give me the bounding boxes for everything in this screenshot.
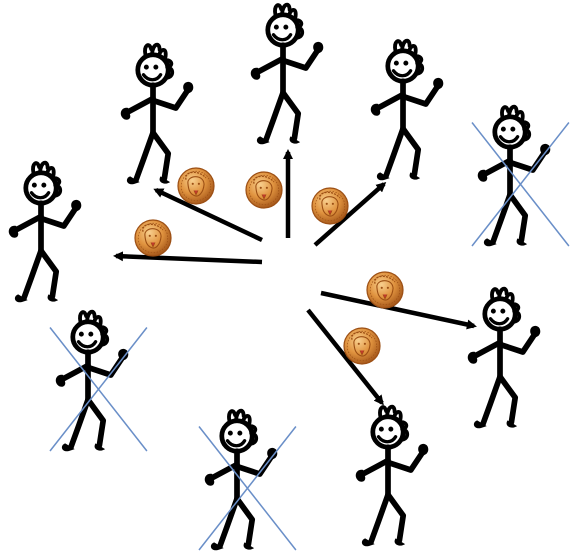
stick-figure-top-left: [120, 42, 194, 185]
stick-figure-bottom: [198, 408, 297, 551]
arrow: [320, 290, 477, 330]
arrow: [113, 251, 263, 265]
einstein-coin-icon: [245, 171, 283, 209]
einstein-coin-icon: [134, 219, 172, 257]
stick-figure-right: [467, 286, 541, 429]
einstein-coin-icon: [311, 187, 349, 225]
cross-out-line: [198, 426, 297, 551]
einstein-coin-icon: [366, 271, 404, 309]
arrow: [153, 187, 263, 243]
cross-out-line: [471, 122, 570, 247]
einstein-coin-icon: [343, 327, 381, 365]
arrows-group: [113, 149, 477, 406]
stick-figure-bottom-right: [355, 404, 429, 547]
stick-figure-top-right: [370, 38, 444, 181]
stick-figure-top: [250, 2, 324, 145]
figures-group: [8, 2, 570, 551]
cross-out-line: [49, 327, 148, 452]
arrow: [313, 182, 387, 247]
arrow: [306, 308, 384, 406]
coins-group: [134, 167, 404, 365]
einstein-coin-icon: [177, 167, 215, 205]
stick-figure-left: [8, 160, 82, 303]
stick-figure-far-right: [471, 104, 570, 247]
stick-figure-lower-left: [49, 309, 148, 452]
